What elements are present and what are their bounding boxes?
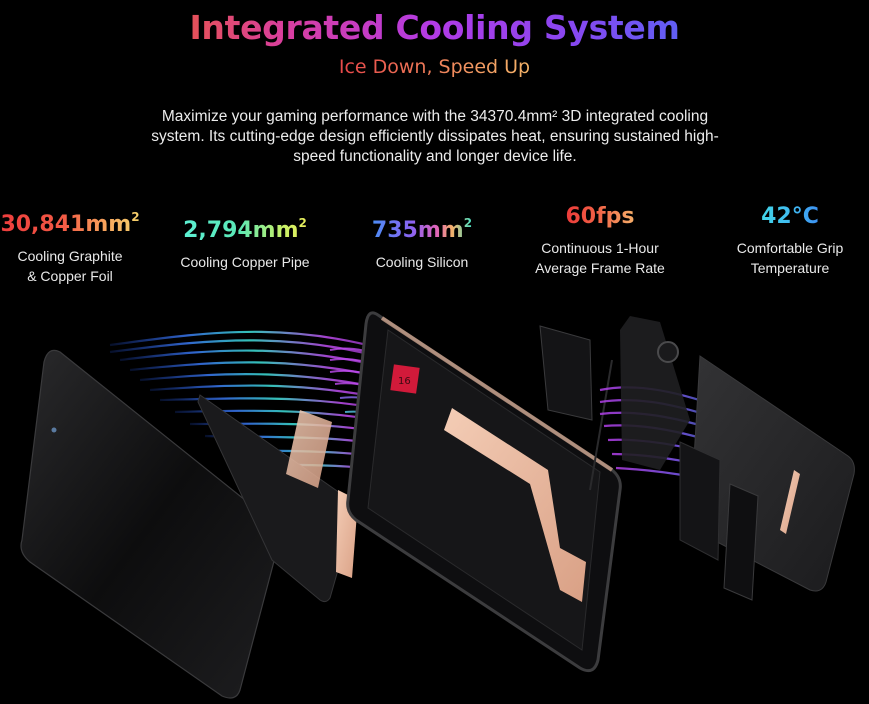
front-screen-panel [20, 349, 280, 699]
stat-label: Cooling Copper Pipe [180, 254, 310, 270]
stat-value: 42°C [761, 200, 819, 234]
stat-frame-rate: 60fps Continuous 1-Hour Average Frame Ra… [515, 200, 685, 278]
inner-plate [679, 441, 721, 561]
exploded-phone-illustration: 16 [20, 311, 855, 699]
stat-value: 30,841mm2 [0, 200, 139, 242]
bracket-module [723, 483, 759, 601]
fan-icon [657, 341, 679, 363]
copper-foil-pad [286, 410, 332, 488]
stat-value: 735mm2 [372, 206, 472, 248]
page-subtitle: Ice Down, Speed Up [0, 56, 869, 78]
stat-label: Continuous 1-Hour Average Frame Rate [535, 240, 665, 276]
stat-value: 60fps [565, 200, 634, 234]
stat-cooling-silicon: 735mm2 Cooling Silicon [360, 206, 484, 272]
svg-text:16: 16 [398, 376, 411, 387]
stat-value: 2,794mm2 [183, 206, 307, 248]
page-title: Integrated Cooling System [0, 8, 869, 47]
stat-label: Comfortable Grip Temperature [736, 240, 844, 276]
stat-grip-temperature: 42°C Comfortable Grip Temperature [720, 200, 860, 278]
stat-copper-pipe: 2,794mm2 Cooling Copper Pipe [165, 206, 325, 272]
fan-plate [620, 316, 690, 470]
stat-graphite-copper-foil: 30,841mm2 Cooling Graphite & Copper Foil [0, 200, 140, 286]
stat-label: Cooling Silicon [375, 254, 469, 270]
processor-chip [390, 364, 420, 394]
mid-frame: 16 [346, 311, 622, 673]
description-text: Maximize your gaming performance with th… [151, 108, 719, 165]
stat-label: Cooling Graphite & Copper Foil [17, 248, 123, 284]
vapor-chamber-copper [444, 408, 586, 602]
speaker-module [539, 325, 593, 421]
